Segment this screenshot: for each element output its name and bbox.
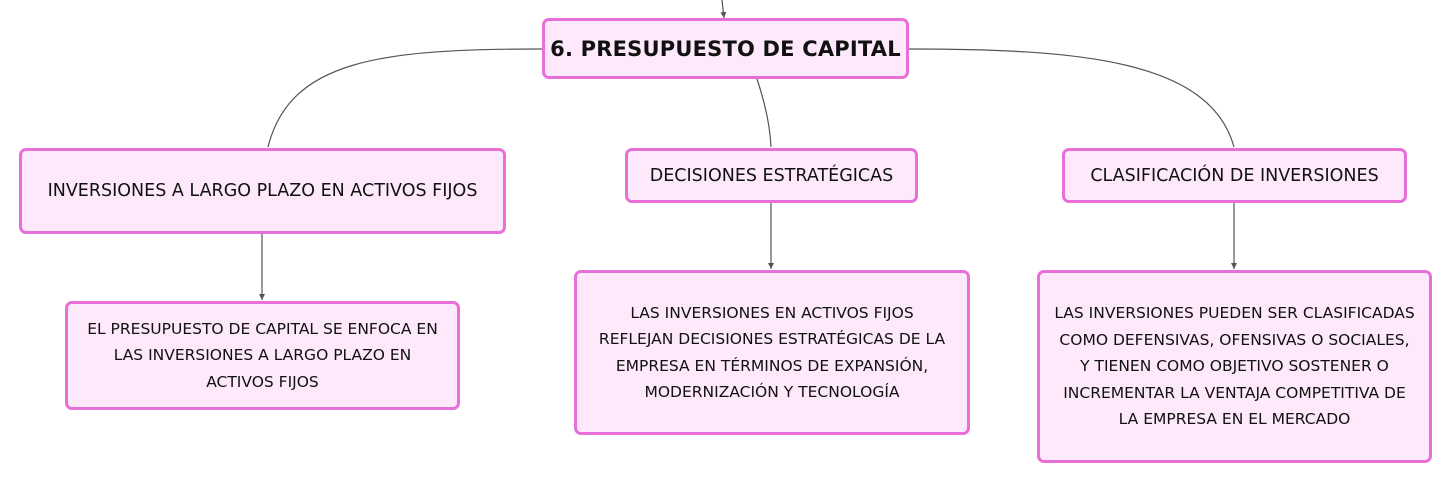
detail-line: EL PRESUPUESTO DE CAPITAL SE ENFOCA EN	[87, 319, 438, 338]
connector-root-to-dec-estr	[756, 78, 772, 148]
detail-line: LAS INVERSIONES A LARGO PLAZO EN	[113, 346, 412, 365]
detail-text: LAS INVERSIONES EN ACTIVOS FIJOS REFLEJA…	[599, 300, 945, 406]
root-node[interactable]: 6. PRESUPUESTO DE CAPITAL	[542, 18, 909, 79]
branch-label: DECISIONES ESTRATÉGICAS	[649, 165, 894, 186]
detail-line: Y TIENEN COMO OBJETIVO SOSTENER O	[1080, 357, 1389, 376]
connector-root-to-clasif	[908, 48, 1235, 148]
connector-root-to-inv-largo	[267, 48, 543, 148]
detail-line: LAS INVERSIONES PUEDEN SER CLASIFICADAS	[1054, 304, 1415, 323]
detail-line: LA EMPRESA EN EL MERCADO	[1118, 410, 1351, 429]
connector-parent-to-root	[720, 0, 727, 19]
detail-line: EMPRESA EN TÉRMINOS DE EXPANSIÓN,	[615, 356, 929, 375]
detail-line: COMO DEFENSIVAS, OFENSIVAS O SOCIALES,	[1059, 330, 1410, 349]
detail-line: MODERNIZACIÓN Y TECNOLOGÍA	[644, 383, 900, 401]
detail-line: REFLEJAN DECISIONES ESTRATÉGICAS DE LA	[598, 330, 946, 348]
detail-node-inversiones-largo-plazo[interactable]: EL PRESUPUESTO DE CAPITAL SE ENFOCA EN L…	[65, 301, 460, 410]
branch-node-inversiones-largo-plazo[interactable]: INVERSIONES A LARGO PLAZO EN ACTIVOS FIJ…	[19, 148, 506, 234]
detail-line: LAS INVERSIONES EN ACTIVOS FIJOS	[630, 303, 914, 322]
detail-line: INCREMENTAR LA VENTAJA COMPETITIVA DE	[1063, 383, 1406, 402]
root-label: 6. PRESUPUESTO DE CAPITAL	[550, 36, 901, 61]
branch-node-decisiones-estrategicas[interactable]: DECISIONES ESTRATÉGICAS	[625, 148, 918, 203]
detail-node-decisiones-estrategicas[interactable]: LAS INVERSIONES EN ACTIVOS FIJOS REFLEJA…	[574, 270, 970, 435]
branch-label: CLASIFICACIÓN DE INVERSIONES	[1090, 165, 1379, 186]
detail-text: EL PRESUPUESTO DE CAPITAL SE ENFOCA EN L…	[87, 316, 438, 396]
branch-node-clasificacion-inversiones[interactable]: CLASIFICACIÓN DE INVERSIONES	[1062, 148, 1407, 203]
detail-node-clasificacion-inversiones[interactable]: LAS INVERSIONES PUEDEN SER CLASIFICADAS …	[1037, 270, 1432, 463]
detail-line: ACTIVOS FIJOS	[206, 372, 319, 391]
detail-text: LAS INVERSIONES PUEDEN SER CLASIFICADAS …	[1054, 300, 1414, 433]
branch-label: INVERSIONES A LARGO PLAZO EN ACTIVOS FIJ…	[47, 181, 478, 201]
